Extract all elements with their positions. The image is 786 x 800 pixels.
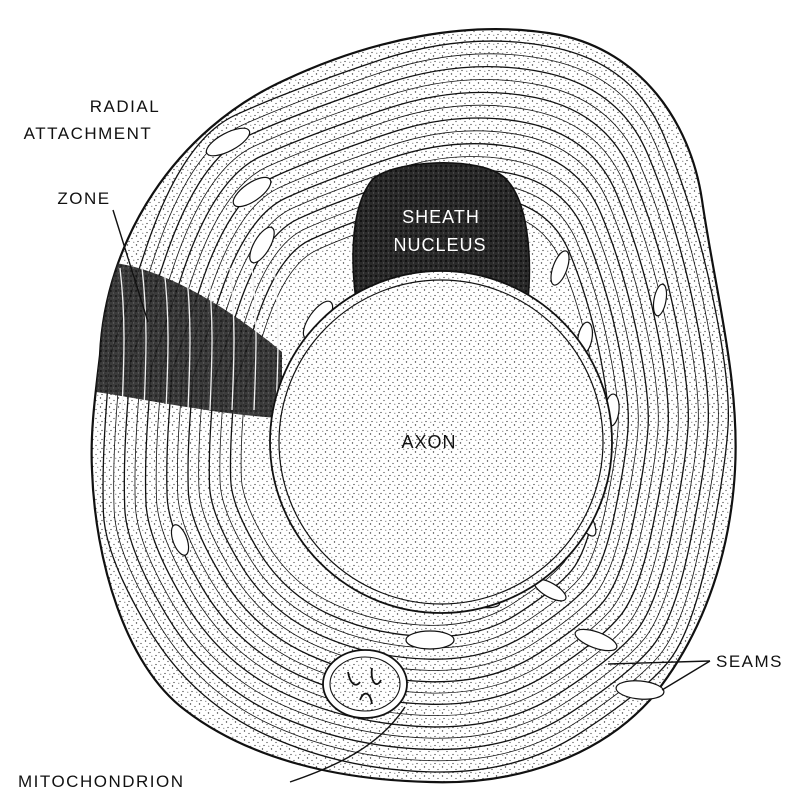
seam-pocket xyxy=(406,631,454,649)
label-axon: AXON xyxy=(401,432,456,452)
label-sheath: SHEATH xyxy=(402,207,480,227)
mitochondrion xyxy=(323,650,407,718)
label-zone: ZONE xyxy=(57,189,110,208)
label-attachment: ATTACHMENT xyxy=(24,124,153,143)
label-radial: RADIAL xyxy=(90,97,160,116)
label-seams: SEAMS xyxy=(716,652,783,671)
label-nucleus: NUCLEUS xyxy=(393,235,486,255)
label-mitochondrion: MITOCHONDRION xyxy=(18,772,185,791)
